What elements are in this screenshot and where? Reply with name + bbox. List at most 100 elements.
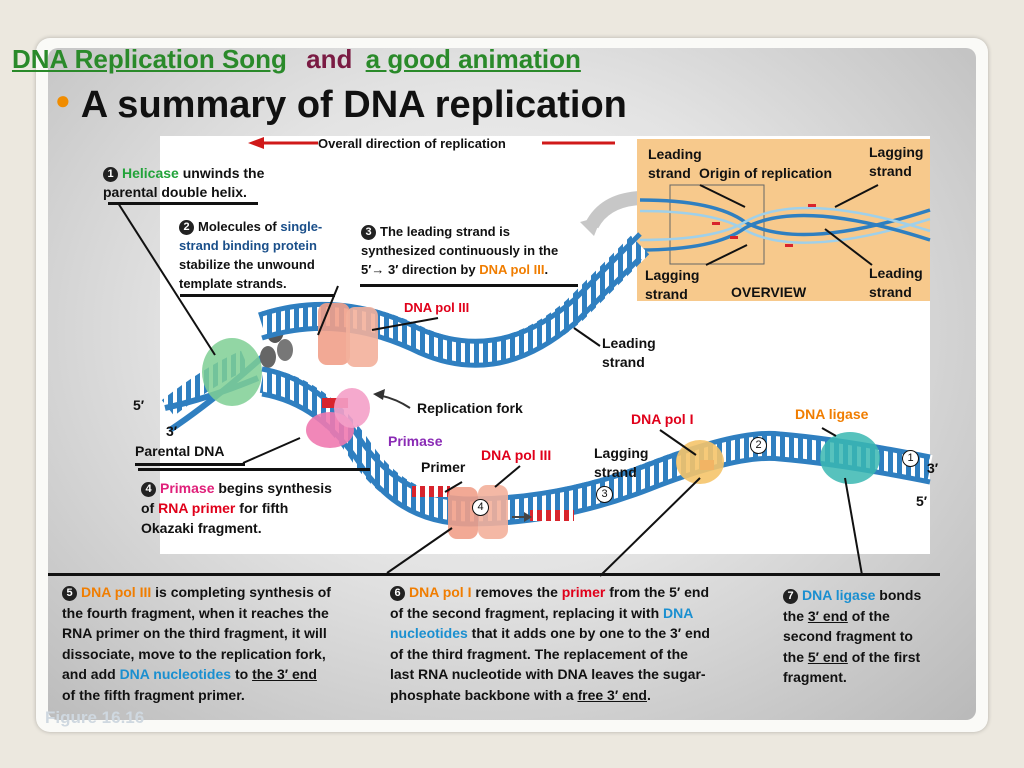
overview-leading-bottom-line2: strand <box>869 284 912 300</box>
overview-leading-top: Leading strand <box>648 145 702 183</box>
bullet-icon: ● <box>55 85 71 115</box>
caption5-line6: of the fifth fragment primer. <box>62 686 245 703</box>
step4-line2a: of <box>141 500 159 516</box>
step4-line3: Okazaki fragment. <box>141 520 262 536</box>
overview-lagging-top: Lagging strand <box>869 143 923 181</box>
caption7-line2c: of the <box>847 607 890 624</box>
caption5-line3: RNA primer on the third fragment, it wil… <box>62 625 327 641</box>
step2-line1b: single- <box>280 219 323 234</box>
caption5-overline <box>48 573 388 576</box>
caption5-line5c: to <box>231 666 253 682</box>
overview-lagging-top-line1: Lagging <box>869 144 924 160</box>
lagging-strand-label: Lagging strand <box>594 444 648 482</box>
caption6-line6a: phosphate backbone with a <box>390 686 578 703</box>
caption7-number: 7 <box>783 589 798 604</box>
step4-primase: Primase <box>160 480 215 496</box>
step3-underline <box>360 284 578 287</box>
caption6-line2a: of the second fragment, replacing it wit… <box>390 604 664 621</box>
lagging-strand-label-line1: Lagging <box>594 445 649 461</box>
step4-line1-rest: begins synthesis <box>214 480 332 496</box>
dna-pol-iii-bottom-enzyme <box>448 485 532 539</box>
caption6-nucleotides: nucleotides <box>390 625 468 641</box>
caption6-primer: primer <box>561 584 606 600</box>
caption5-line2: the fourth fragment, when it reaches the <box>62 604 329 621</box>
overview-lagging-bottom-line1: Lagging <box>645 267 700 283</box>
caption6-line5: last RNA nucleotide with DNA leaves the … <box>390 666 706 682</box>
dna-replication-song-link[interactable]: DNA Replication Song <box>12 44 287 74</box>
dna-pol-iii-top-label: DNA pol III <box>404 300 470 315</box>
header-and: and <box>306 44 353 74</box>
helicase-blob <box>202 338 262 406</box>
good-animation-link[interactable]: a good animation <box>365 44 581 74</box>
overview-leading-bottom-line1: Leading <box>869 265 923 281</box>
caption6-period: . <box>646 686 651 703</box>
step3-line1: The leading strand is <box>380 224 511 239</box>
step3-line3-mid: direction by <box>398 262 480 277</box>
zoom-arrowhead-icon <box>580 216 602 236</box>
dna-pol-i-label: DNA pol I <box>631 411 694 427</box>
step2-line4: template strands. <box>179 276 287 291</box>
caption5-line5a: and add <box>62 666 120 682</box>
leading-strand-label-line1: Leading <box>602 335 656 351</box>
caption6-line1b: removes the <box>471 584 562 600</box>
caption7-line4c: of the first <box>847 648 921 665</box>
caption7-five-end: 5′ end <box>807 648 848 665</box>
step3-dna-pol-iii: DNA pol III <box>479 262 545 277</box>
caption6-number: 6 <box>390 586 405 601</box>
direction-arrow <box>248 137 615 149</box>
step4-overline <box>138 468 370 471</box>
fragment-number-2: 2 <box>750 437 767 454</box>
caption6-line3b: that it adds one by one to the 3′ end <box>467 625 710 641</box>
step4-line2c: for fifth <box>235 500 289 516</box>
three-prime-left: 3′ <box>166 423 178 439</box>
step2-number: 2 <box>179 220 194 235</box>
caption7-dna-ligase: DNA ligase <box>802 587 876 603</box>
header-links: DNA Replication Song and a good animatio… <box>12 44 581 75</box>
overview-inset <box>637 139 931 301</box>
five-prime-left: 5′ <box>133 397 145 413</box>
caption5-dna-pol-iii: DNA pol III <box>81 584 152 600</box>
overview-leading-top-line1: Leading <box>648 146 702 162</box>
leading-strand-label-line2: strand <box>602 354 645 370</box>
origin-of-replication-label: Origin of replication <box>699 165 833 181</box>
caption5-dna-nucleotides: DNA nucleotides <box>119 666 232 682</box>
caption7-line4a: the <box>783 648 808 665</box>
step1-line1-rest: unwinds the <box>178 165 265 181</box>
slide-title: ● A summary of DNA replication <box>55 84 627 127</box>
five-prime-right: 5′ <box>916 493 928 509</box>
step1-helicase: Helicase <box>122 165 179 181</box>
figure-label: Figure 16.16 <box>45 708 145 727</box>
caption7-line5: fragment. <box>783 669 847 685</box>
caption6-line1d: from the 5′ end <box>605 584 710 600</box>
title-text: A summary of DNA replication <box>80 84 627 126</box>
parental-dna-underline <box>135 463 245 466</box>
dna-pol-iii-bottom-label: DNA pol III <box>481 447 552 463</box>
dna-ligase-label: DNA ligase <box>795 406 869 422</box>
caption6-line4: of the third fragment. The replacement o… <box>390 645 688 662</box>
replication-fork-label: Replication fork <box>417 400 523 416</box>
dna-ligase-enzyme <box>820 432 880 484</box>
caption6-overline <box>388 573 780 576</box>
overview-lagging-top-line2: strand <box>869 163 912 179</box>
three-prime-right: 3′ <box>927 460 939 476</box>
caption5-three-end: the 3′ end <box>252 666 317 682</box>
step4-rna-primer: RNA primer <box>158 500 236 516</box>
step2-underline <box>180 294 335 297</box>
step2-line3: stabilize the unwound <box>179 257 315 272</box>
step1-number: 1 <box>103 167 118 182</box>
overview-leading-bottom: Leading strand <box>869 264 923 302</box>
step2-line2: strand binding protein <box>179 238 317 253</box>
step3-period: . <box>544 262 549 277</box>
overview-leading-top-line2: strand <box>648 165 691 181</box>
caption7-line1b: bonds <box>875 587 922 603</box>
step3-direction: 5′→ 3′ <box>361 262 399 277</box>
fragment-number-4: 4 <box>472 499 489 516</box>
step4-number: 4 <box>141 482 156 497</box>
